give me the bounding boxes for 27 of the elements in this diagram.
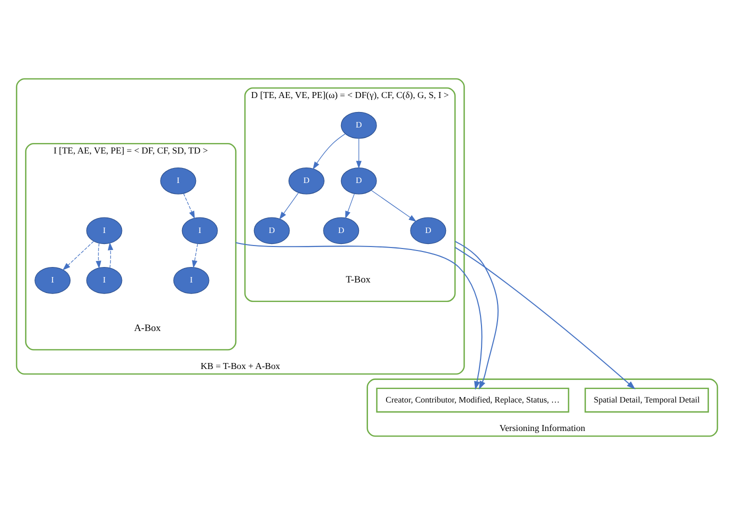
node-box: Creator, Contributor, Modified, Replace, Status, … (376, 387, 570, 412)
arrow (183, 192, 195, 218)
node-box: Spatial Detail, Temporal Detail (584, 387, 709, 412)
node-ellipse: D (340, 167, 377, 194)
arrow (236, 242, 482, 390)
arrow (312, 133, 346, 170)
node-ellipse: I (182, 216, 218, 244)
node-ellipse: D (410, 216, 446, 244)
arrow (279, 192, 299, 220)
node-ellipse: I (34, 266, 71, 294)
arrow (192, 242, 198, 268)
node-ellipse: D (288, 167, 324, 194)
node-ellipse: I (86, 266, 122, 294)
node-ellipse: D (323, 216, 360, 244)
arrow (454, 246, 636, 389)
arrow (62, 240, 94, 270)
arrow (371, 190, 417, 222)
arrow (108, 242, 114, 268)
node-ellipse: I (86, 216, 122, 244)
node-ellipse: I (160, 167, 196, 194)
node-ellipse: D (254, 216, 290, 244)
arrow (345, 192, 355, 218)
arrow (454, 240, 499, 390)
arrow (96, 242, 102, 268)
arrow (356, 138, 362, 168)
node-ellipse: I (173, 266, 210, 294)
node-ellipse: D (340, 111, 377, 138)
